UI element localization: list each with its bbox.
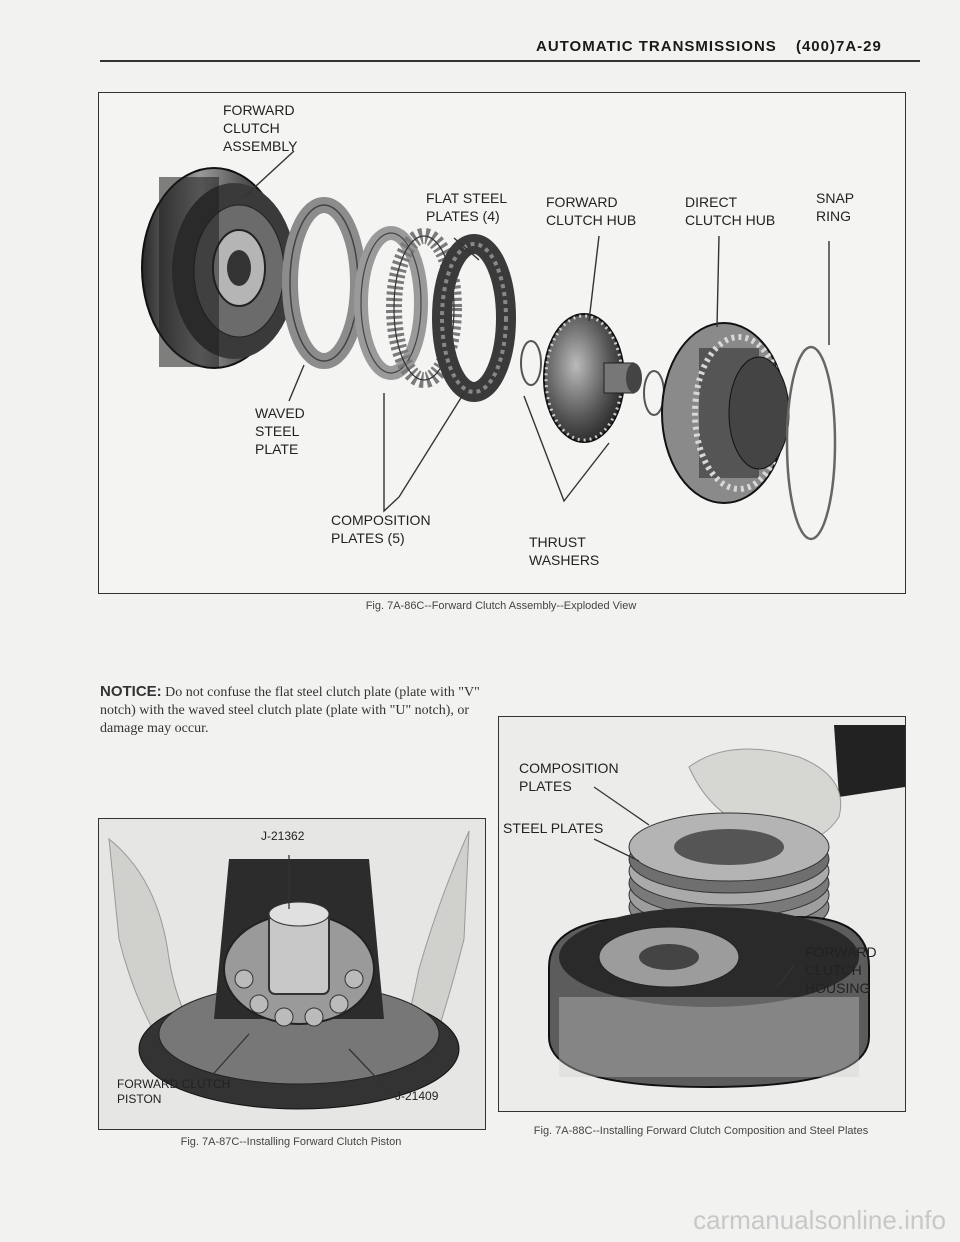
sleeve bbox=[834, 725, 905, 797]
waved-steel-plate bbox=[282, 197, 366, 369]
caption-fig-87c: Fig. 7A-87C--Installing Forward Clutch P… bbox=[180, 1136, 402, 1148]
leader-lines bbox=[243, 150, 830, 513]
label-direct-clutch-hub: DIRECT CLUTCH HUB bbox=[685, 194, 776, 228]
forward-clutch-hub bbox=[543, 313, 642, 443]
label-snap-ring: SNAP RING bbox=[816, 190, 854, 224]
plates-installation-photo bbox=[499, 717, 905, 1111]
label-flat-steel-plates: FLAT STEEL PLATES (4) bbox=[426, 190, 507, 224]
label-composition-plates: COMPOSITION PLATES (5) bbox=[331, 512, 431, 546]
clutch-housing bbox=[548, 907, 870, 1089]
leader-lines bbox=[206, 855, 390, 1092]
caption-fig-88c: Fig. 7A-88C--Installing Forward Clutch C… bbox=[533, 1125, 869, 1137]
leader-lines bbox=[593, 786, 795, 988]
label-forward-clutch-housing: FORWARD CLUTCH HOUSING bbox=[805, 944, 877, 996]
label-forward-clutch-piston: FORWARD CLUTCH PISTON bbox=[117, 1077, 231, 1106]
page-header: AUTOMATIC TRANSMISSIONS (400)7A-29 bbox=[536, 38, 916, 55]
label-tool-j-21409: J-21409 bbox=[395, 1089, 439, 1103]
forward-clutch-drum bbox=[141, 167, 296, 369]
direct-clutch-hub bbox=[661, 322, 790, 504]
snap-ring bbox=[785, 345, 837, 541]
header-page-number: (400)7A-29 bbox=[795, 38, 882, 55]
figure-installing-plates: COMPOSITION PLATES STEEL PLATES FORWARD … bbox=[498, 716, 906, 1112]
notice-label: NOTICE: bbox=[100, 683, 162, 700]
label-waved-steel-plate: WAVED STEEL PLATE bbox=[255, 405, 305, 457]
exploded-view-illustration bbox=[141, 150, 837, 541]
caption-fig-86c: Fig. 7A-86C--Forward Clutch Assembly--Ex… bbox=[365, 600, 637, 612]
thrust-washer-1 bbox=[520, 340, 542, 386]
notice-paragraph: NOTICE: Do not confuse the flat steel cl… bbox=[100, 683, 490, 738]
watermark: carmanualsonline.info bbox=[693, 1205, 946, 1235]
piston-springs bbox=[234, 969, 364, 1027]
composition-plate-stack bbox=[432, 234, 516, 402]
composition-plate-1 bbox=[386, 228, 462, 388]
thrust-washer-2 bbox=[643, 370, 665, 416]
label-tool-j-21362: J-21362 bbox=[261, 829, 305, 843]
label-forward-clutch-hub: FORWARD CLUTCH HUB bbox=[546, 194, 637, 228]
figure-exploded-view: FORWARD CLUTCH ASSEMBLY FLAT STEEL PLATE… bbox=[98, 92, 906, 594]
piston-installation-photo bbox=[99, 819, 485, 1129]
figure-installing-piston: J-21362 FORWARD CLUTCH PISTON J-21409 bbox=[98, 818, 486, 1130]
flat-steel-plate-1 bbox=[354, 226, 428, 380]
label-forward-clutch-assembly: FORWARD CLUTCH ASSEMBLY bbox=[223, 102, 298, 154]
notice-text: Do not confuse the flat steel clutch pla… bbox=[100, 685, 480, 736]
header-title: AUTOMATIC TRANSMISSIONS bbox=[536, 38, 777, 55]
header-rule bbox=[100, 60, 920, 62]
label-steel-plates: STEEL PLATES bbox=[503, 820, 604, 836]
label-thrust-washers: THRUST WASHERS bbox=[529, 534, 600, 568]
label-composition-plates: COMPOSITION PLATES bbox=[519, 760, 619, 794]
